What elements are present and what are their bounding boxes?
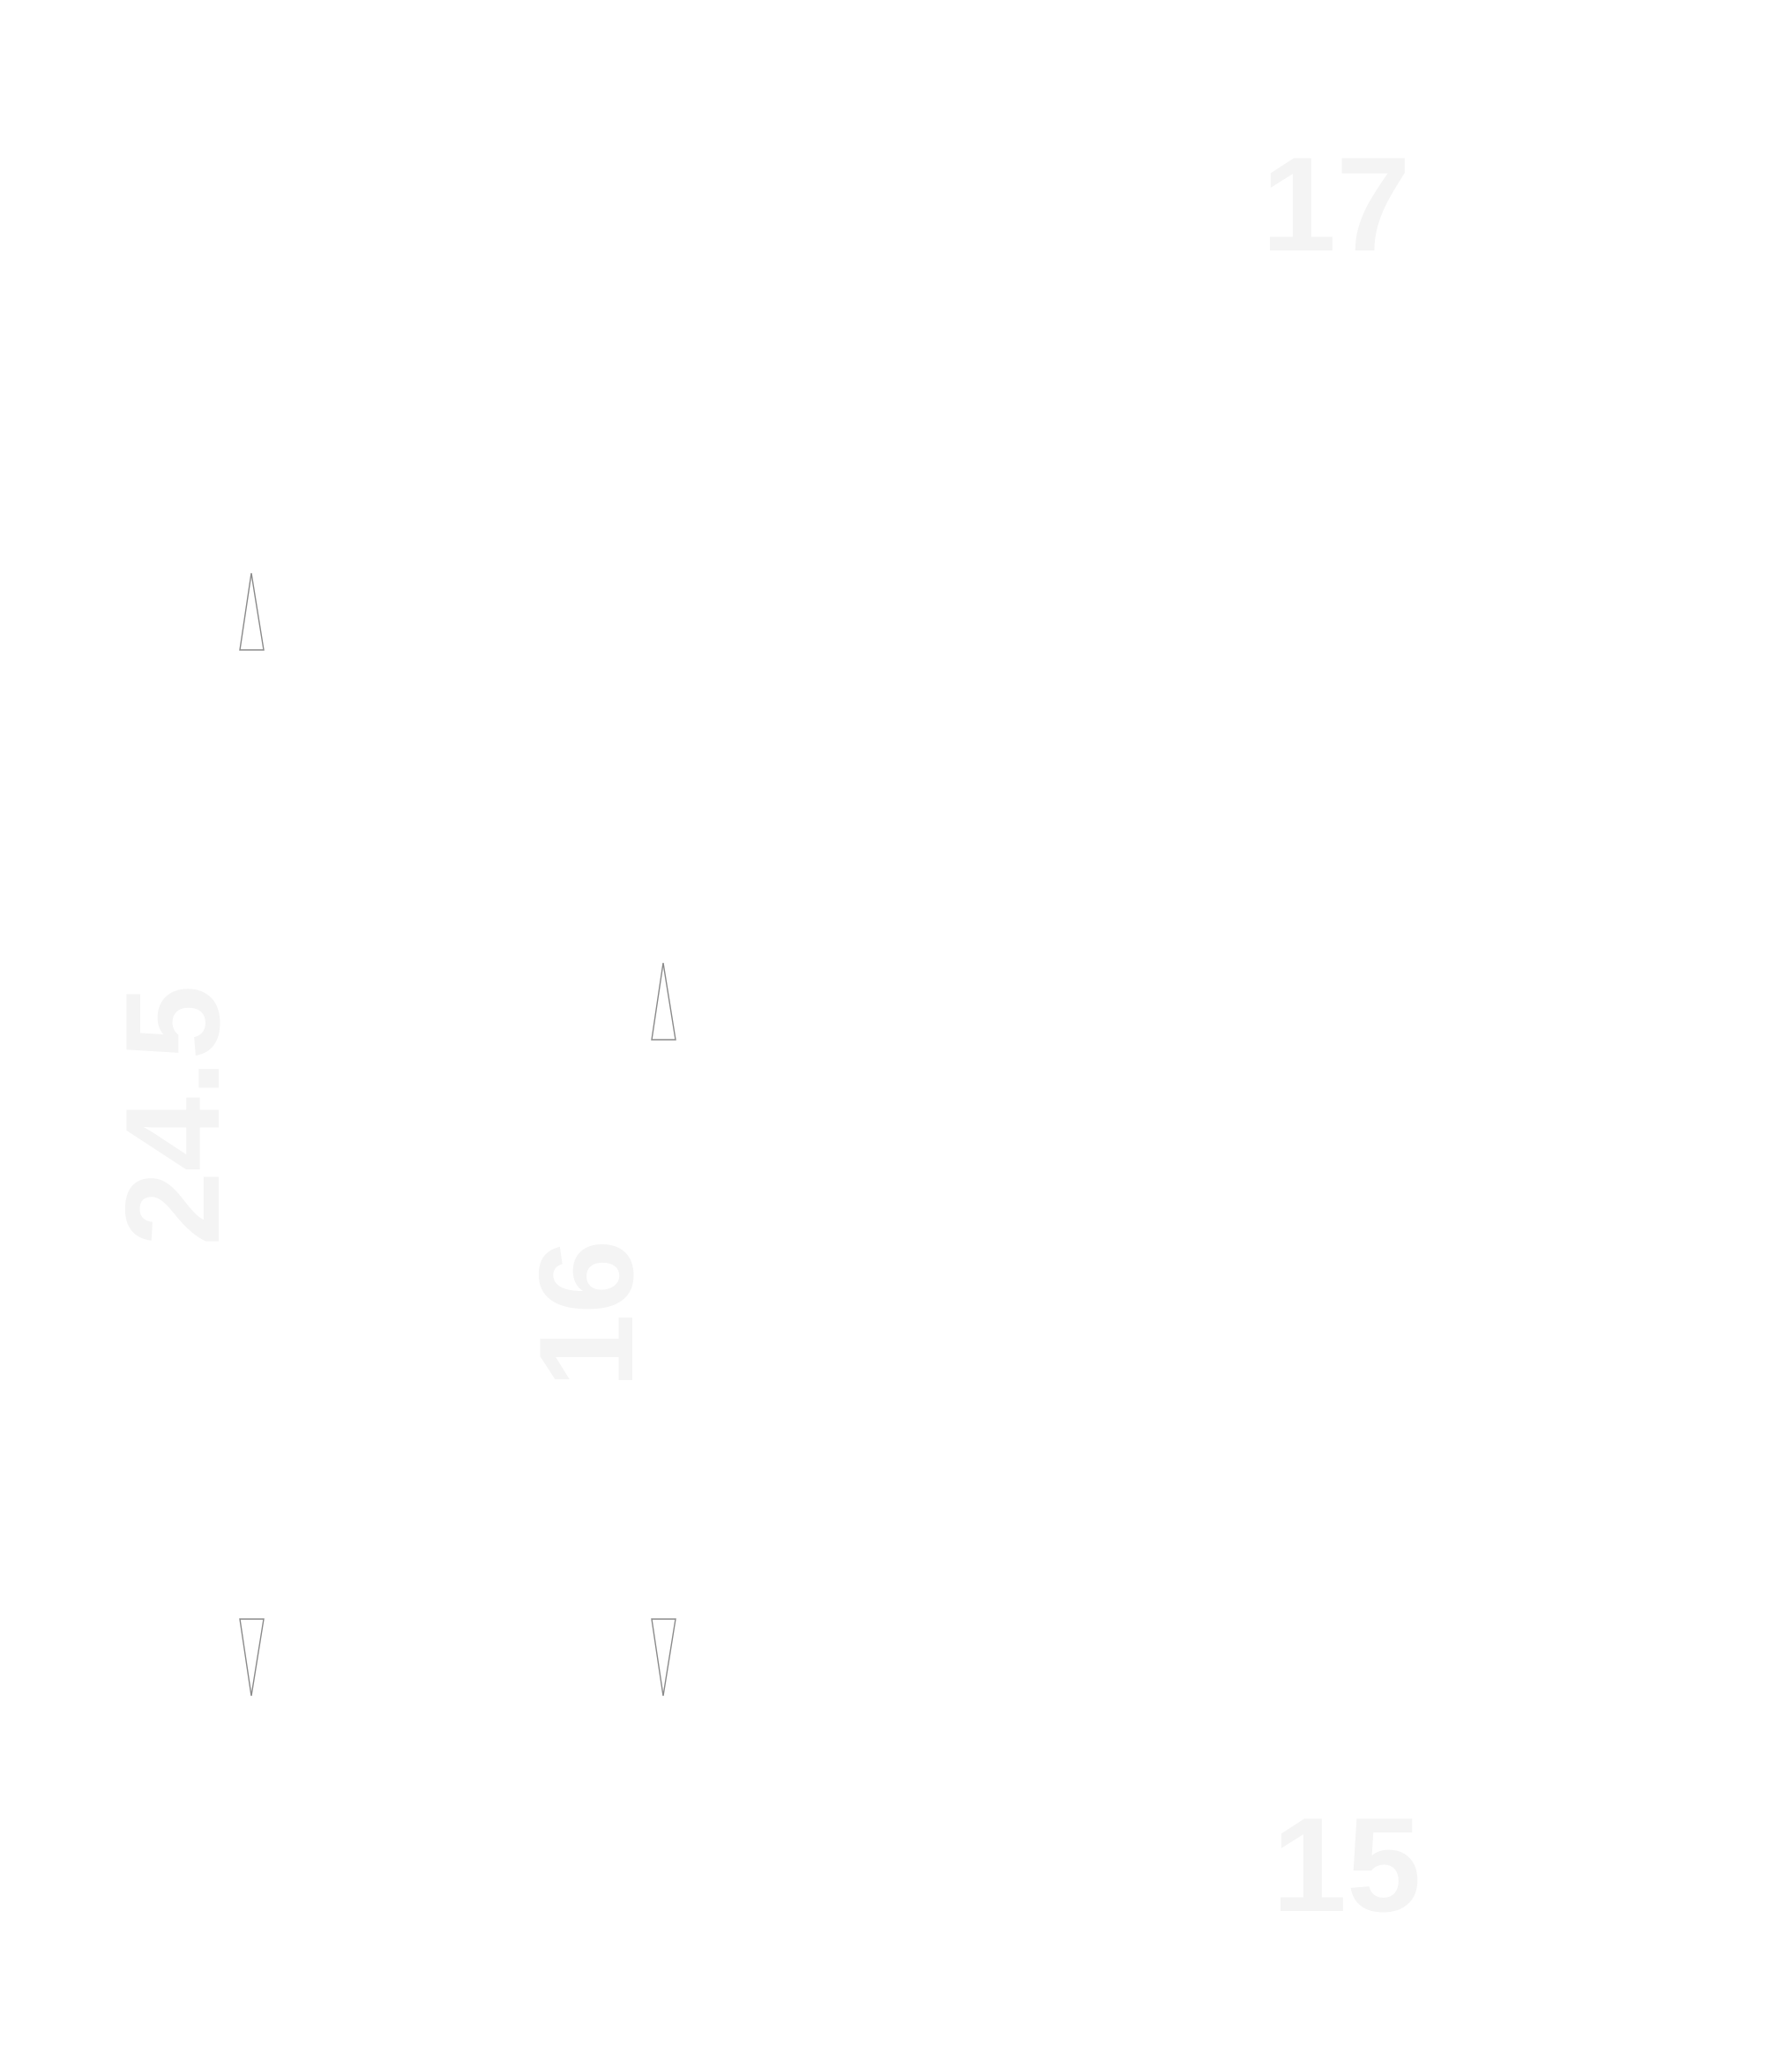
inner-dimension-bottom-arrowhead <box>651 1618 676 1697</box>
top-dimension-label: 17 <box>1261 130 1410 280</box>
inner-dimension-top-arrowhead <box>651 962 676 1041</box>
left-dimension-bottom-arrowhead <box>239 1618 265 1697</box>
left-height-dimension-label: 24.5 <box>98 985 248 1246</box>
left-dimension-top-arrowhead <box>239 572 265 651</box>
bottom-dimension-label: 15 <box>1272 1790 1421 1940</box>
inner-height-dimension-label: 16 <box>511 1239 661 1388</box>
